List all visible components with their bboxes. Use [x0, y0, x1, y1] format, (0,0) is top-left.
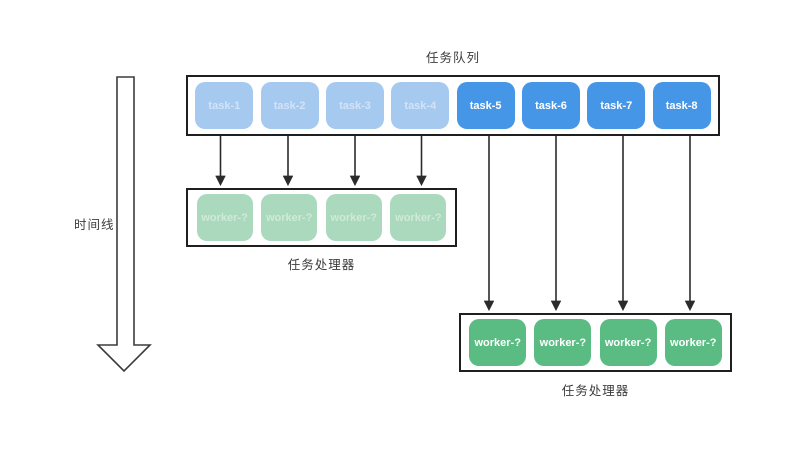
- task-box-3: task-3: [325, 82, 384, 129]
- worker-group-finished-caption: 任务处理器: [287, 258, 356, 272]
- worker-box: worker-?: [196, 194, 253, 241]
- worker-box: worker-?: [664, 319, 722, 366]
- worker-group-active-caption: 任务处理器: [561, 384, 630, 398]
- timeline-label: 时间线: [74, 218, 115, 232]
- worker-box: worker-?: [534, 319, 592, 366]
- task-box-4: task-4: [391, 82, 450, 129]
- worker-box: worker-?: [325, 194, 382, 241]
- task-box-1: task-1: [195, 82, 254, 129]
- task-queue-container: task-1 task-2 task-3 task-4 task-5 task-…: [186, 75, 720, 136]
- task-box-2: task-2: [260, 82, 319, 129]
- task-box-7: task-7: [587, 82, 646, 129]
- worker-group-active-container: worker-? worker-? worker-? worker-?: [459, 313, 732, 372]
- worker-box: worker-?: [261, 194, 318, 241]
- worker-box: worker-?: [390, 194, 447, 241]
- worker-box: worker-?: [599, 319, 657, 366]
- worker-group-finished-container: worker-? worker-? worker-? worker-?: [186, 188, 457, 247]
- queue-title: 任务队列: [425, 51, 480, 65]
- task-box-5: task-5: [456, 82, 515, 129]
- worker-box: worker-?: [469, 319, 527, 366]
- task-box-6: task-6: [521, 82, 580, 129]
- task-box-8: task-8: [652, 82, 711, 129]
